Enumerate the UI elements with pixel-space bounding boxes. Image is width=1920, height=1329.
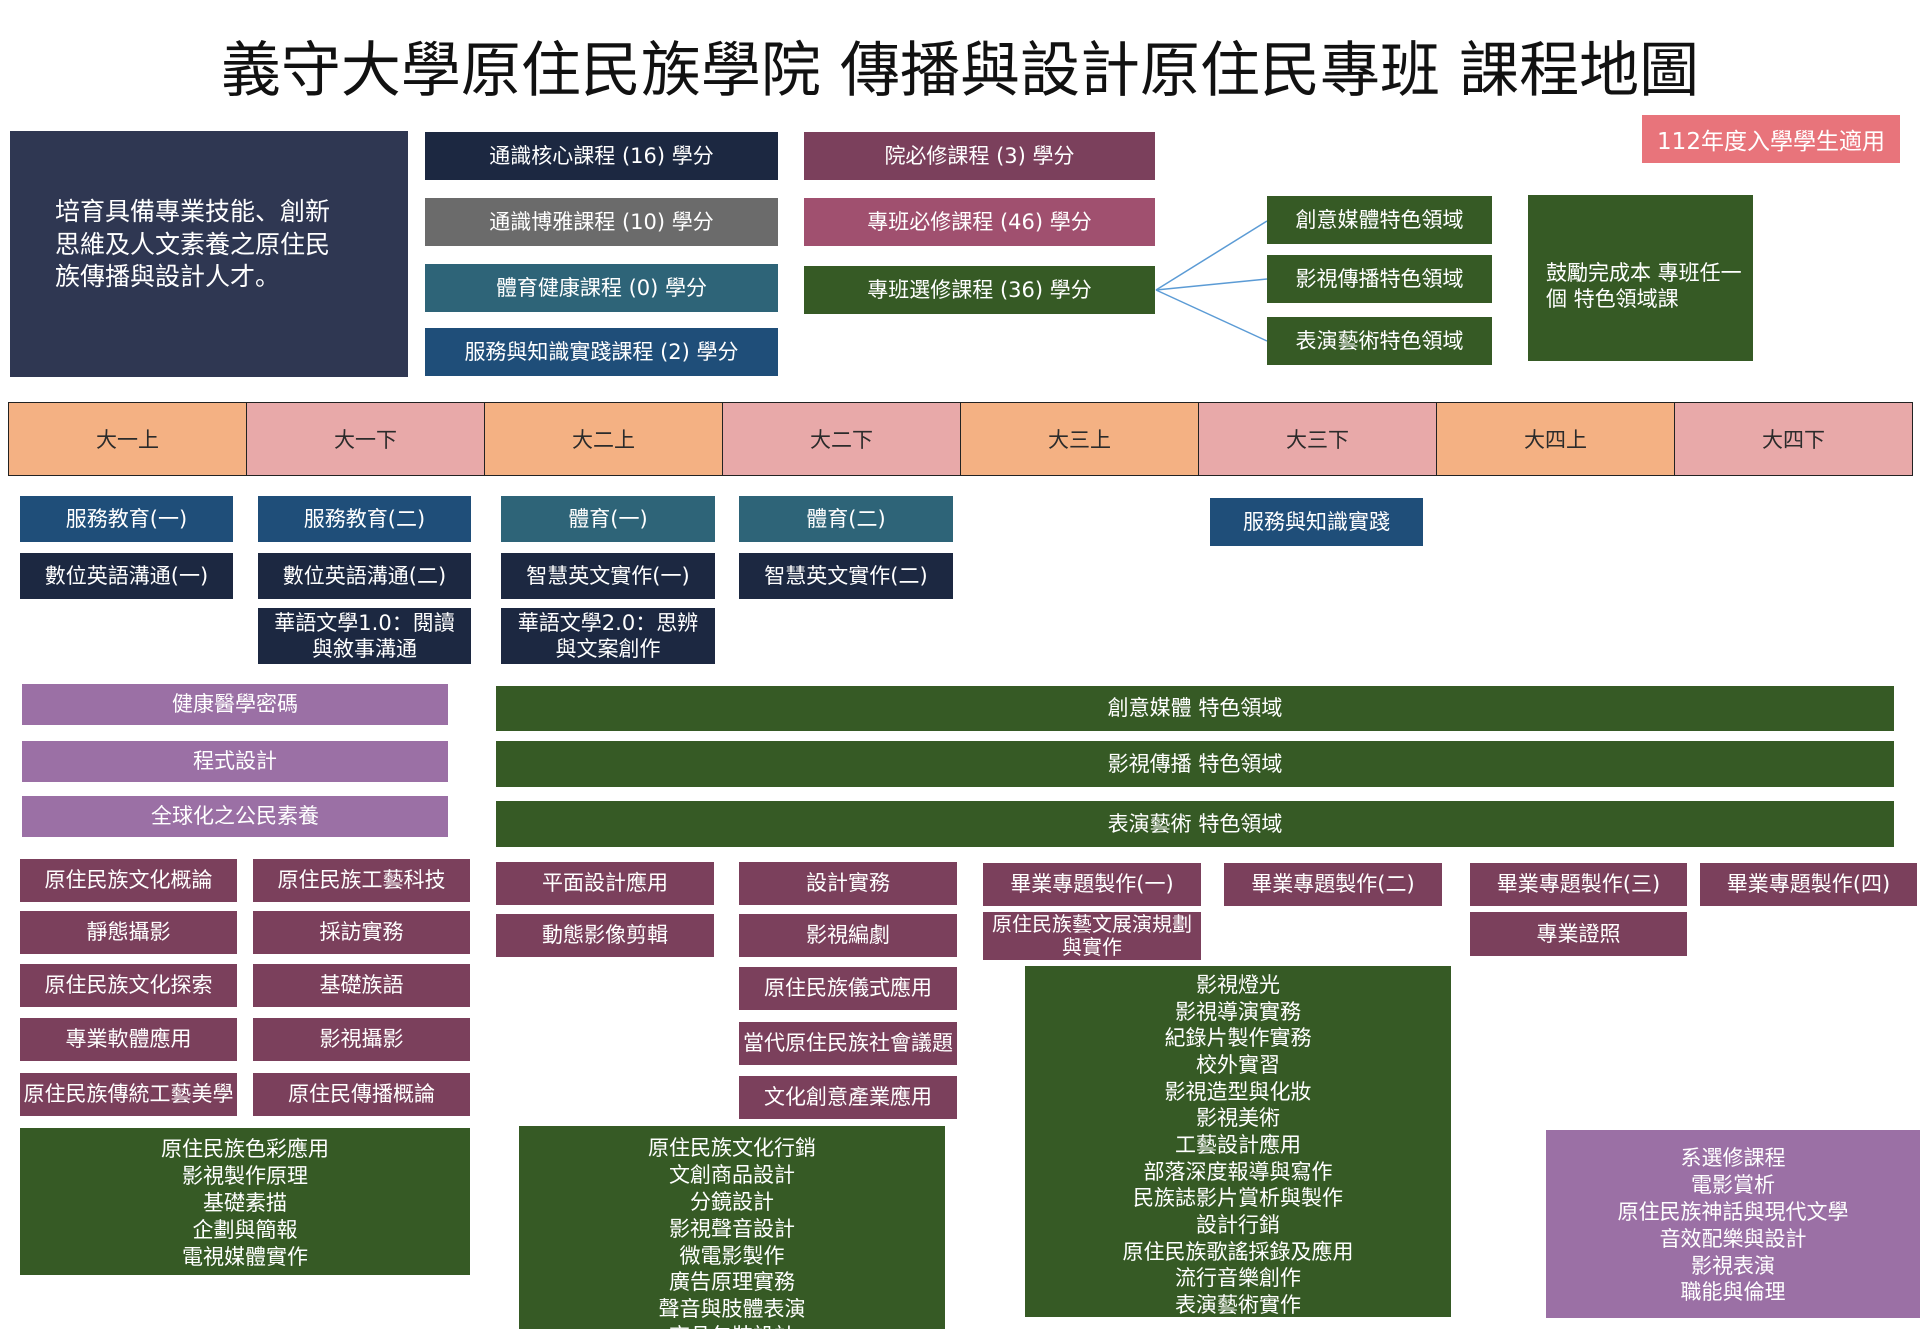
domain-bar-performing-arts: 表演藝術 特色領域 [496, 801, 1894, 847]
semester-y1-spring: 大一下 [246, 402, 485, 476]
course-capstone-3: 畢業專題製作(三) [1470, 863, 1687, 906]
course-pe-2: 體育(二) [739, 496, 953, 542]
page-title: 義守大學原住民族學院 傳播與設計原住民專班 課程地圖 [220, 36, 1700, 106]
electives-department: 系選修課程 電影賞析 原住民族神話與現代文學 音效配樂與設計 影視表演 職能與倫… [1546, 1130, 1920, 1318]
legend-pe-health: 體育健康課程 (0) 學分 [425, 264, 778, 312]
course-capstone-2: 畢業專題製作(二) [1224, 863, 1442, 906]
electives-year1: 原住民族色彩應用 影視製作原理 基礎素描 企劃與簡報 電視媒體實作 [20, 1128, 470, 1275]
legend-service-practice: 服務與知識實踐課程 (2) 學分 [425, 328, 778, 376]
legend-college-required: 院必修課程 (3) 學分 [804, 132, 1155, 180]
course-smart-english-1: 智慧英文實作(一) [501, 553, 715, 599]
course-capstone-4: 畢業專題製作(四) [1700, 863, 1917, 906]
encourage-note: 鼓勵完成本 專班任一 個 特色領域課 [1528, 195, 1753, 361]
course-design-practice: 設計實務 [739, 862, 957, 905]
course-graphic-design: 平面設計應用 [496, 862, 714, 905]
course-still-photography: 靜態攝影 [20, 911, 237, 954]
course-screenwriting: 影視編劇 [739, 914, 957, 957]
semester-y4-fall: 大四上 [1436, 402, 1675, 476]
mission-statement: 培育具備專業技能、創新 思維及人文素養之原住民 族傳播與設計人才。 [10, 131, 408, 377]
course-arts-exhibition-planning: 原住民族藝文展演規劃 與實作 [983, 912, 1201, 960]
course-software-application: 專業軟體應用 [20, 1018, 237, 1061]
course-indigenous-culture-explore: 原住民族文化探索 [20, 964, 237, 1007]
course-craft-technology: 原住民族工藝科技 [253, 859, 470, 902]
semester-y2-fall: 大二上 [484, 402, 723, 476]
course-global-citizenship: 全球化之公民素養 [22, 796, 448, 837]
legend-general-core: 通識核心課程 (16) 學分 [425, 132, 778, 180]
applicable-year-badge: 112年度入學學生適用 [1642, 115, 1900, 163]
course-capstone-1: 畢業專題製作(一) [983, 863, 1201, 906]
course-traditional-craft-aesthetics: 原住民族傳統工藝美學 [20, 1073, 237, 1116]
legend-program-required: 專班必修課程 (46) 學分 [804, 198, 1155, 246]
electives-year3: 影視燈光 影視導演實務 紀錄片製作實務 校外實習 影視造型與化妝 影視美術 工藝… [1025, 966, 1451, 1317]
course-health-medicine: 健康醫學密碼 [22, 684, 448, 725]
course-programming: 程式設計 [22, 741, 448, 782]
course-video-photography: 影視攝影 [253, 1018, 470, 1061]
semester-y4-spring: 大四下 [1674, 402, 1913, 476]
semester-y3-spring: 大三下 [1198, 402, 1437, 476]
semester-y3-fall: 大三上 [960, 402, 1199, 476]
course-basic-tribal-language: 基礎族語 [253, 964, 470, 1007]
course-service-practice: 服務與知識實踐 [1210, 498, 1423, 546]
course-contemporary-issues: 當代原住民族社會議題 [739, 1022, 957, 1065]
course-digital-english-1: 數位英語溝通(一) [20, 553, 233, 599]
course-digital-english-2: 數位英語溝通(二) [258, 553, 471, 599]
electives-year2: 原住民族文化行銷 文創商品設計 分鏡設計 影視聲音設計 微電影製作 廣告原理實務… [519, 1126, 945, 1329]
legend-program-elective: 專班選修課程 (36) 學分 [804, 266, 1155, 314]
semester-y1-fall: 大一上 [8, 402, 247, 476]
course-chinese-lit-2: 華語文學2.0：思辨 與文案創作 [501, 608, 715, 664]
course-professional-license: 專業證照 [1470, 912, 1687, 956]
semester-y2-spring: 大二下 [722, 402, 961, 476]
legend-domain-creative-media: 創意媒體特色領域 [1267, 196, 1492, 244]
course-cultural-creative-industry: 文化創意產業應用 [739, 1076, 957, 1119]
legend-domain-performing-arts: 表演藝術特色領域 [1267, 317, 1492, 365]
domain-bar-film-tv: 影視傳播 特色領域 [496, 741, 1894, 787]
course-pe-1: 體育(一) [501, 496, 715, 542]
legend-general-broad: 通識博雅課程 (10) 學分 [425, 198, 778, 246]
course-interview-practice: 採訪實務 [253, 911, 470, 954]
course-indigenous-communication-intro: 原住民傳播概論 [253, 1073, 470, 1116]
course-motion-editing: 動態影像剪輯 [496, 914, 714, 957]
course-smart-english-2: 智慧英文實作(二) [739, 553, 953, 599]
course-chinese-lit-1: 華語文學1.0：閱讀 與敘事溝通 [258, 608, 471, 664]
course-ritual-application: 原住民族儀式應用 [739, 967, 957, 1010]
domain-bar-creative-media: 創意媒體 特色領域 [496, 686, 1894, 731]
course-service-edu-2: 服務教育(二) [258, 496, 471, 542]
course-service-edu-1: 服務教育(一) [20, 496, 233, 542]
course-indigenous-culture-intro: 原住民族文化概論 [20, 859, 237, 902]
legend-domain-film-tv: 影視傳播特色領域 [1267, 255, 1492, 303]
